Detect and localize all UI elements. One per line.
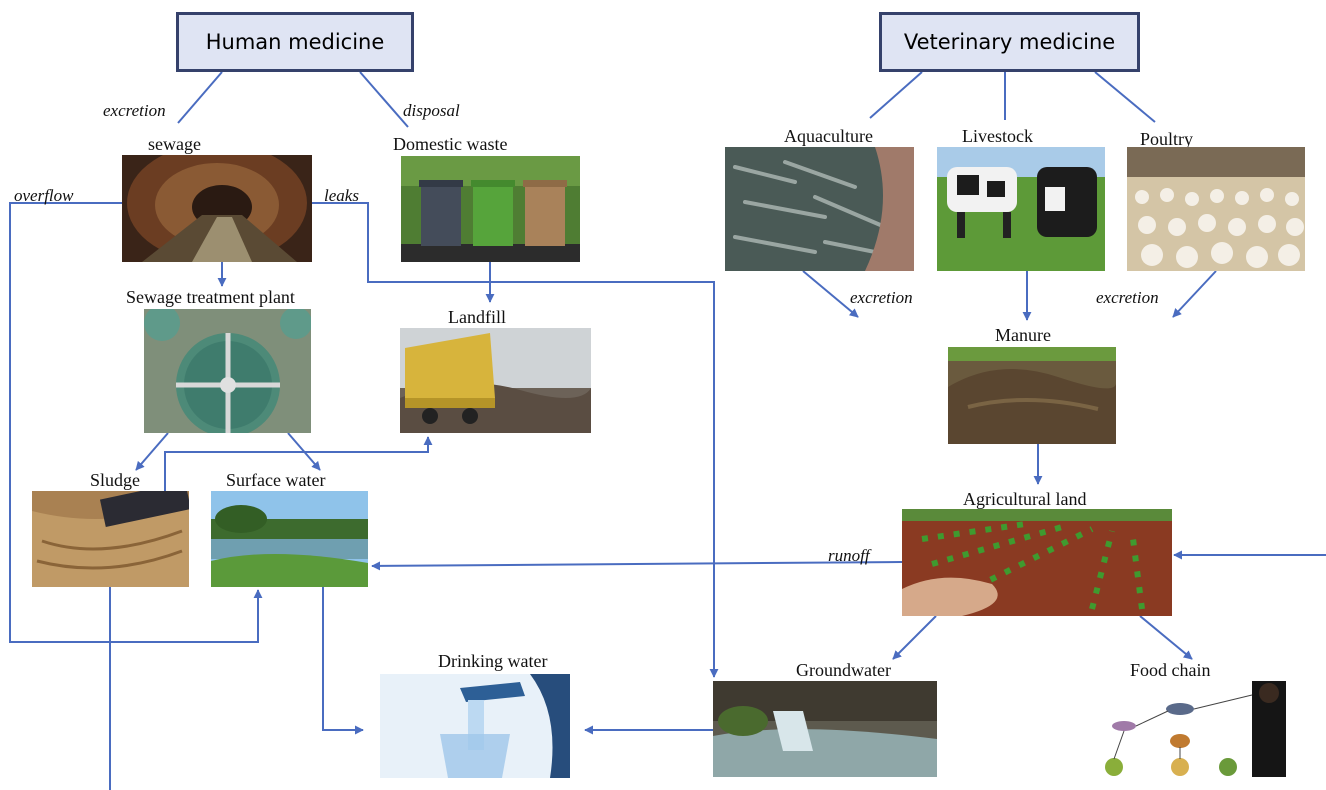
poultry-image [1127, 147, 1305, 271]
human-medicine-label: Human medicine [205, 30, 385, 54]
edge-runoff [371, 561, 903, 571]
edge-human-to-domestic-waste [359, 71, 409, 128]
livestock-image [937, 147, 1105, 271]
edge-stp-to-sludge [135, 432, 169, 471]
veterinary-medicine-label: Veterinary medicine [903, 30, 1116, 54]
edge-label-excretion-aquaculture: excretion [850, 288, 913, 307]
edge-poultry-excretion [1172, 270, 1217, 318]
waste-bins-image [401, 156, 580, 262]
edge-label-leaks: leaks [324, 186, 359, 205]
edge-label-disposal: disposal [403, 101, 460, 120]
label-sludge: Sludge [90, 470, 141, 490]
treatment-plant-image [144, 309, 311, 433]
edge-human-to-sewage [177, 71, 223, 124]
edge-label-overflow: overflow [14, 186, 74, 205]
edge-sludge-to-landfill [164, 436, 433, 492]
label-groundwater: Groundwater [796, 660, 891, 680]
food-chain-image [1088, 681, 1292, 779]
label-poultry: Poultry [1140, 129, 1194, 149]
label-aquaculture: Aquaculture [784, 126, 873, 146]
agricultural-land-image [902, 509, 1172, 616]
surface-water-image [211, 491, 368, 587]
label-landfill: Landfill [448, 307, 506, 327]
veterinary-medicine-box: Veterinary medicine [879, 12, 1140, 72]
edge-vet-to-aquaculture [869, 71, 923, 119]
label-surface-water: Surface water [226, 470, 326, 490]
groundwater-image [713, 681, 937, 777]
label-manure: Manure [995, 325, 1051, 345]
human-medicine-box: Human medicine [176, 12, 414, 72]
edge-overflow [9, 202, 263, 643]
landfill-image [400, 328, 591, 433]
aquaculture-image [725, 147, 914, 271]
label-sewage-treatment-plant: Sewage treatment plant [126, 287, 295, 307]
label-food-chain: Food chain [1130, 660, 1211, 680]
edge-vet-to-poultry [1094, 71, 1156, 123]
manure-image [948, 347, 1116, 444]
edge-label-excretion-poultry: excretion [1096, 288, 1159, 307]
edge-leaks [312, 202, 719, 678]
edge-label-runoff: runoff [828, 546, 870, 565]
edge-agri-to-groundwater [892, 615, 937, 660]
label-drinking-water: Drinking water [438, 651, 548, 671]
label-domestic-waste: Domestic waste [393, 134, 508, 154]
sludge-image [32, 491, 189, 587]
sewage-tunnel-image [122, 155, 312, 262]
label-agricultural-land: Agricultural land [963, 489, 1087, 509]
edge-aquaculture-excretion [802, 270, 859, 318]
edge-label-excretion-human: excretion [103, 101, 166, 120]
edge-surface-to-drinking [322, 587, 364, 735]
label-livestock: Livestock [962, 126, 1033, 146]
drinking-water-image [380, 674, 570, 778]
edge-agri-to-foodchain [1139, 615, 1193, 660]
label-sewage: sewage [148, 134, 201, 154]
